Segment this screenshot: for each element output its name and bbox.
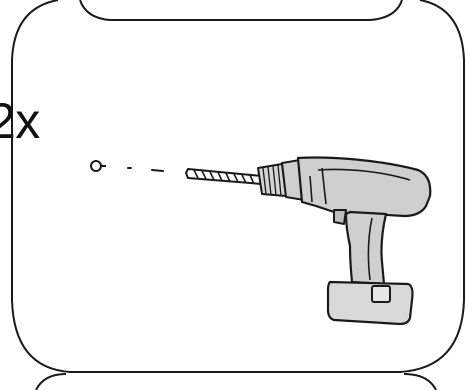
upper-card-edge [79, 0, 403, 21]
alignment-dashes [127, 167, 164, 172]
cordless-drill-icon [296, 156, 432, 326]
lower-card-edge [35, 373, 67, 390]
drill-bit-icon [185, 168, 263, 185]
pilot-hole-icon [90, 160, 106, 172]
lower-card-edge-right [403, 373, 437, 390]
main-card-border [11, 0, 465, 373]
drill-chuck [257, 159, 305, 201]
quantity-label: 2x [0, 93, 40, 149]
